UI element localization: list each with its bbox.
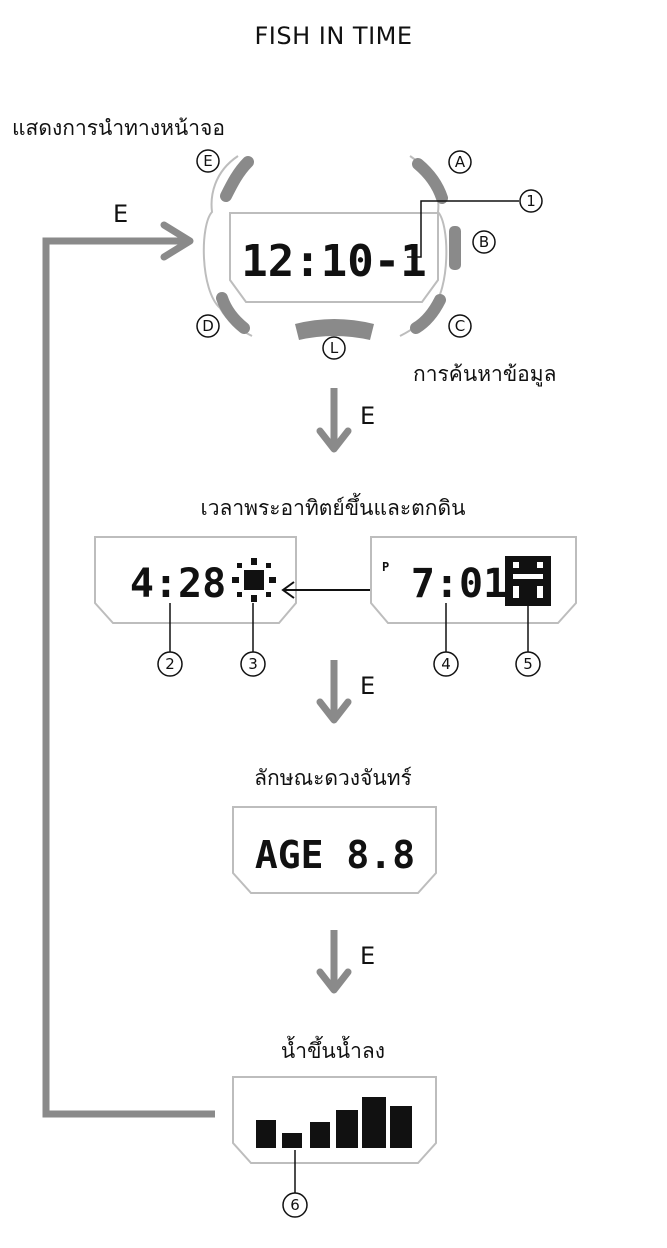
- button-c-shape: [410, 294, 446, 334]
- svg-text:L: L: [330, 339, 339, 357]
- sun-icon: [232, 558, 276, 602]
- moon-phase-label: ลักษณะดวงจันทร์: [254, 766, 412, 790]
- svg-text:1: 1: [526, 192, 536, 210]
- callout-5: 5: [515, 651, 541, 677]
- svg-text:4: 4: [441, 655, 451, 673]
- data-search-label: การค้นหาข้อมูล: [413, 362, 557, 386]
- callout-4: 4: [433, 651, 459, 677]
- sunrise-display: 4:28: [94, 536, 297, 652]
- button-d-shape: [216, 292, 250, 334]
- button-a-shape: [412, 158, 448, 204]
- watch-screen: [229, 212, 439, 303]
- arrow-label-3: E: [360, 942, 376, 970]
- sunset-icon: [505, 556, 551, 606]
- svg-text:D: D: [202, 317, 214, 335]
- svg-text:A: A: [455, 153, 466, 171]
- sunrise-time: 4:28: [130, 561, 226, 607]
- down-arrow-1: [316, 388, 352, 453]
- arrow-label-1: E: [360, 402, 376, 430]
- button-d-label: D: [196, 314, 220, 338]
- down-arrow-2: [316, 660, 352, 724]
- svg-text:E: E: [203, 152, 212, 170]
- callout-2: 2: [157, 651, 183, 677]
- svg-text:C: C: [455, 317, 465, 335]
- page-title: FISH IN TIME: [254, 22, 413, 50]
- moon-display: AGE 8.8: [232, 806, 437, 894]
- loop-arrow: [42, 221, 215, 1118]
- callout-3: 3: [240, 651, 266, 677]
- pm-indicator: P: [382, 560, 389, 574]
- button-e-label: E: [196, 149, 220, 173]
- callout-1-leader: [407, 200, 519, 258]
- button-l-shape: [295, 319, 374, 340]
- button-e-shape: [220, 156, 254, 202]
- watch-display-text: 12:10-1: [241, 236, 426, 287]
- tide-label: น้ำขึ้นน้ำลง: [280, 1039, 386, 1063]
- arrow-label-2: E: [360, 672, 376, 700]
- svg-text:6: 6: [290, 1196, 300, 1214]
- sunset-display: P 7:01: [370, 536, 577, 652]
- loop-arrow-label: E: [113, 200, 129, 228]
- tide-display: [232, 1076, 437, 1193]
- button-c-label: C: [448, 314, 472, 338]
- callout-1: 1: [519, 189, 543, 213]
- down-arrow-3: [316, 930, 352, 994]
- moon-age-text: AGE 8.8: [255, 833, 415, 877]
- svg-text:2: 2: [165, 655, 175, 673]
- svg-text:5: 5: [523, 655, 533, 673]
- button-a-label: A: [448, 150, 472, 174]
- svg-text:B: B: [479, 233, 489, 251]
- svg-text:3: 3: [248, 655, 258, 673]
- button-labels: E A B C D L: [196, 149, 496, 360]
- tide-graph: [256, 1097, 412, 1148]
- button-l-label: L: [322, 336, 346, 360]
- sunrise-sunset-label: เวลาพระอาทิตย์ขึ้นและตกดิน: [200, 496, 466, 520]
- callout-6: 6: [282, 1192, 308, 1218]
- button-b-shape: [449, 226, 461, 270]
- sunset-time: 7:01: [411, 561, 507, 607]
- button-b-label: B: [472, 230, 496, 254]
- display-navigation-label: แสดงการนำทางหน้าจอ: [12, 116, 225, 140]
- watch-illustration: 12:10-1: [202, 155, 519, 340]
